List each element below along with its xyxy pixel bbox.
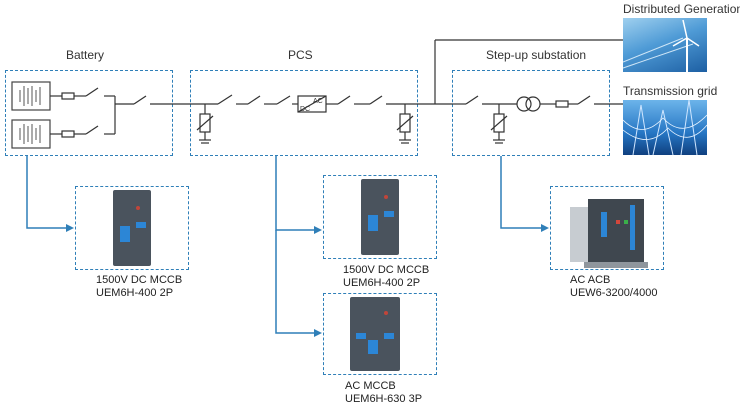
product-label: 1500V DC MCCB UEM6H-400 2P [96, 274, 183, 299]
transmission-grid-image [623, 100, 707, 155]
substation-box [452, 70, 610, 156]
ac-acb-image [570, 199, 648, 268]
wind-turbine-icon [623, 19, 700, 72]
battery-label: Battery [66, 48, 105, 62]
product-label: AC ACB UEW6-3200/4000 [570, 274, 658, 299]
transmission-grid-label: Transmission grid [623, 84, 718, 98]
arrow-head [314, 329, 322, 337]
converter-dc-label: DC [300, 106, 310, 113]
converter-ac-label: AC [313, 98, 323, 105]
product-label: 1500V DC MCCB UEM6H-400 2P [343, 264, 430, 289]
battery-box [5, 70, 173, 156]
distributed-generation-label: Distributed Generation [623, 2, 740, 16]
arrow-head [314, 226, 322, 234]
ac-mccb-image [350, 297, 400, 371]
arrow-head [66, 224, 74, 232]
pcs-box [190, 70, 418, 156]
arrow-head [541, 224, 549, 232]
product-box-ac-acb [550, 186, 664, 270]
product-box-dc-mccb-1 [75, 186, 189, 270]
pcs-label: PCS [288, 48, 313, 62]
product-label: AC MCCB UEM6H-630 3P [345, 380, 423, 405]
distributed-generation-image [623, 18, 707, 72]
product-box-dc-mccb-2 [323, 175, 437, 259]
power-tower-icon [623, 100, 707, 155]
substation-label: Step-up substation [486, 48, 587, 62]
dc-mccb-image [361, 179, 399, 255]
dc-mccb-image [113, 190, 151, 266]
product-box-ac-mccb [323, 293, 437, 375]
